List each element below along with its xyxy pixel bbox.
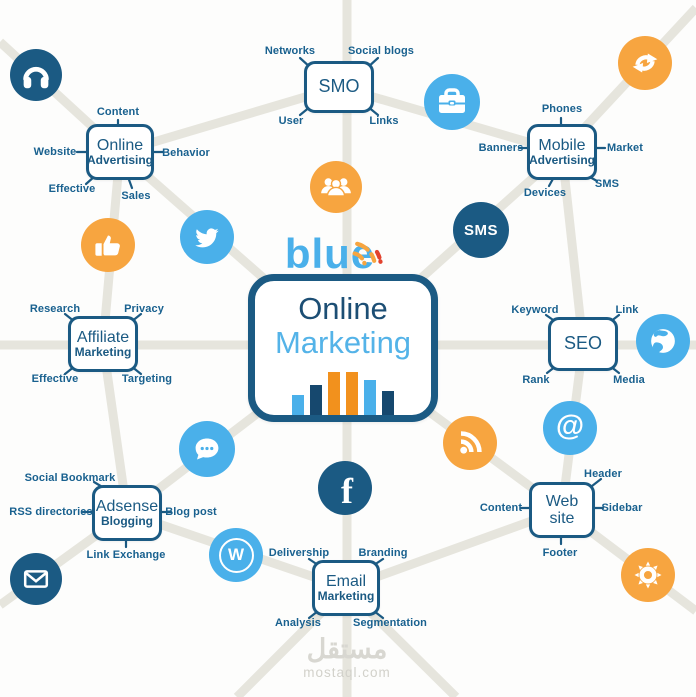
label-email-branding: Branding bbox=[358, 547, 408, 559]
at-sign-icon: @ bbox=[543, 401, 597, 455]
label-website-header: Header bbox=[584, 468, 622, 480]
node-smo-title: SMO bbox=[318, 76, 360, 97]
bar bbox=[310, 385, 322, 415]
label-affiliate-privacy: Privacy bbox=[124, 303, 164, 315]
label-mobilead-phones: Phones bbox=[541, 103, 583, 115]
label-onlinead-behavior: Behavior bbox=[162, 147, 210, 159]
label-mobilead-market: Market bbox=[606, 142, 644, 154]
globe-icon bbox=[636, 314, 690, 368]
label-onlinead-effective: Effective bbox=[48, 183, 96, 195]
node-title: Email bbox=[325, 572, 366, 590]
label-smo-links: Links bbox=[369, 115, 399, 127]
wordpress-icon: W bbox=[209, 528, 263, 582]
label-seo-link: Link bbox=[615, 304, 639, 316]
bar bbox=[364, 380, 376, 415]
headphones-icon bbox=[10, 49, 62, 101]
center-bar-chart bbox=[292, 372, 394, 415]
node-online-advertising: Online Advertising bbox=[86, 124, 154, 180]
label-adsense-rss-directories: RSS directories bbox=[9, 506, 93, 518]
label-affiliate-research: Research bbox=[29, 303, 81, 315]
watermark-arabic: مستقل bbox=[306, 634, 388, 664]
sync-arrows-icon bbox=[618, 36, 672, 90]
label-website-footer: Footer bbox=[542, 547, 578, 559]
label-onlinead-website: Website bbox=[33, 146, 77, 158]
bar bbox=[346, 372, 358, 415]
gear-icon bbox=[621, 548, 675, 602]
node-title: Mobile bbox=[538, 136, 586, 154]
rss-icon bbox=[443, 416, 497, 470]
node-mobile-advertising: Mobile Advertising bbox=[527, 124, 597, 180]
label-smo-social-blogs: Social blogs bbox=[348, 45, 414, 57]
node-website: Web site bbox=[529, 482, 595, 538]
label-affiliate-targeting: Targeting bbox=[121, 373, 173, 385]
label-mobilead-banners: Banners bbox=[478, 142, 524, 154]
node-subtitle: Marketing bbox=[317, 589, 375, 604]
bar bbox=[328, 372, 340, 415]
sms-text: SMS bbox=[463, 221, 498, 239]
user-group-icon bbox=[310, 161, 362, 213]
briefcase-icon bbox=[424, 74, 480, 130]
watermark-url: mostaql.com bbox=[303, 665, 391, 680]
label-email-segmentation: Segmentation bbox=[353, 617, 427, 629]
thumbs-up-icon bbox=[81, 218, 135, 272]
node-subtitle: site bbox=[549, 510, 575, 527]
node-subtitle: Advertising bbox=[529, 153, 596, 168]
node-subtitle: Advertising bbox=[87, 153, 154, 168]
bar bbox=[292, 395, 304, 415]
wordpress-w-text: W bbox=[218, 537, 254, 573]
node-title: Affiliate bbox=[76, 328, 130, 346]
label-email-analysis: Analysis bbox=[274, 617, 322, 629]
node-subtitle: Blogging bbox=[101, 514, 153, 529]
node-seo-title: SEO bbox=[563, 333, 602, 354]
node-email-marketing: Email Marketing bbox=[312, 560, 380, 616]
node-title: Online bbox=[96, 136, 144, 154]
facebook-icon: f bbox=[318, 461, 372, 515]
label-website-sidebar: Sidebar bbox=[601, 502, 643, 514]
label-seo-keyword: Keyword bbox=[511, 304, 559, 316]
node-seo: SEO bbox=[548, 317, 618, 371]
label-adsense-link-exchange: Link Exchange bbox=[86, 549, 166, 561]
label-seo-media: Media bbox=[613, 374, 645, 386]
center-title-line2: Marketing bbox=[274, 325, 412, 361]
facebook-f-text: f bbox=[341, 471, 353, 511]
label-website-content: Content bbox=[479, 502, 523, 514]
twitter-icon bbox=[180, 210, 234, 264]
node-smo: SMO bbox=[304, 61, 374, 113]
label-smo-networks: Networks bbox=[264, 45, 316, 57]
center-title-line1: Online bbox=[298, 291, 388, 326]
node-adsense-blogging: Adsense Blogging bbox=[92, 485, 162, 541]
logo-signal-arcs-icon bbox=[352, 241, 383, 266]
bar bbox=[382, 391, 394, 415]
label-smo-user: User bbox=[278, 115, 304, 127]
label-email-delivership: Delivership bbox=[268, 547, 330, 559]
label-adsense-blog-post: Blog post bbox=[165, 506, 217, 518]
node-affiliate-marketing: Affiliate Marketing bbox=[68, 316, 138, 372]
label-onlinead-sales: Sales bbox=[121, 190, 151, 202]
node-title: Web bbox=[545, 492, 579, 510]
node-title: Adsense bbox=[95, 497, 159, 515]
at-text: @ bbox=[555, 410, 585, 442]
label-affiliate-effective: Effective bbox=[31, 373, 79, 385]
envelope-icon bbox=[10, 553, 62, 605]
node-subtitle: Marketing bbox=[74, 345, 132, 360]
label-seo-rank: Rank bbox=[522, 374, 550, 386]
sms-badge: SMS bbox=[453, 202, 509, 258]
chat-dots-icon bbox=[179, 421, 235, 477]
label-mobilead-devices: Devices bbox=[523, 187, 567, 199]
watermark: مستقل mostaql.com bbox=[303, 634, 391, 681]
label-mobilead-sms: SMS bbox=[594, 178, 620, 190]
label-onlinead-content: Content bbox=[96, 106, 140, 118]
label-adsense-social-bookmark: Social Bookmark bbox=[24, 472, 116, 484]
center-node-online-marketing: Online Marketing bbox=[248, 274, 438, 422]
